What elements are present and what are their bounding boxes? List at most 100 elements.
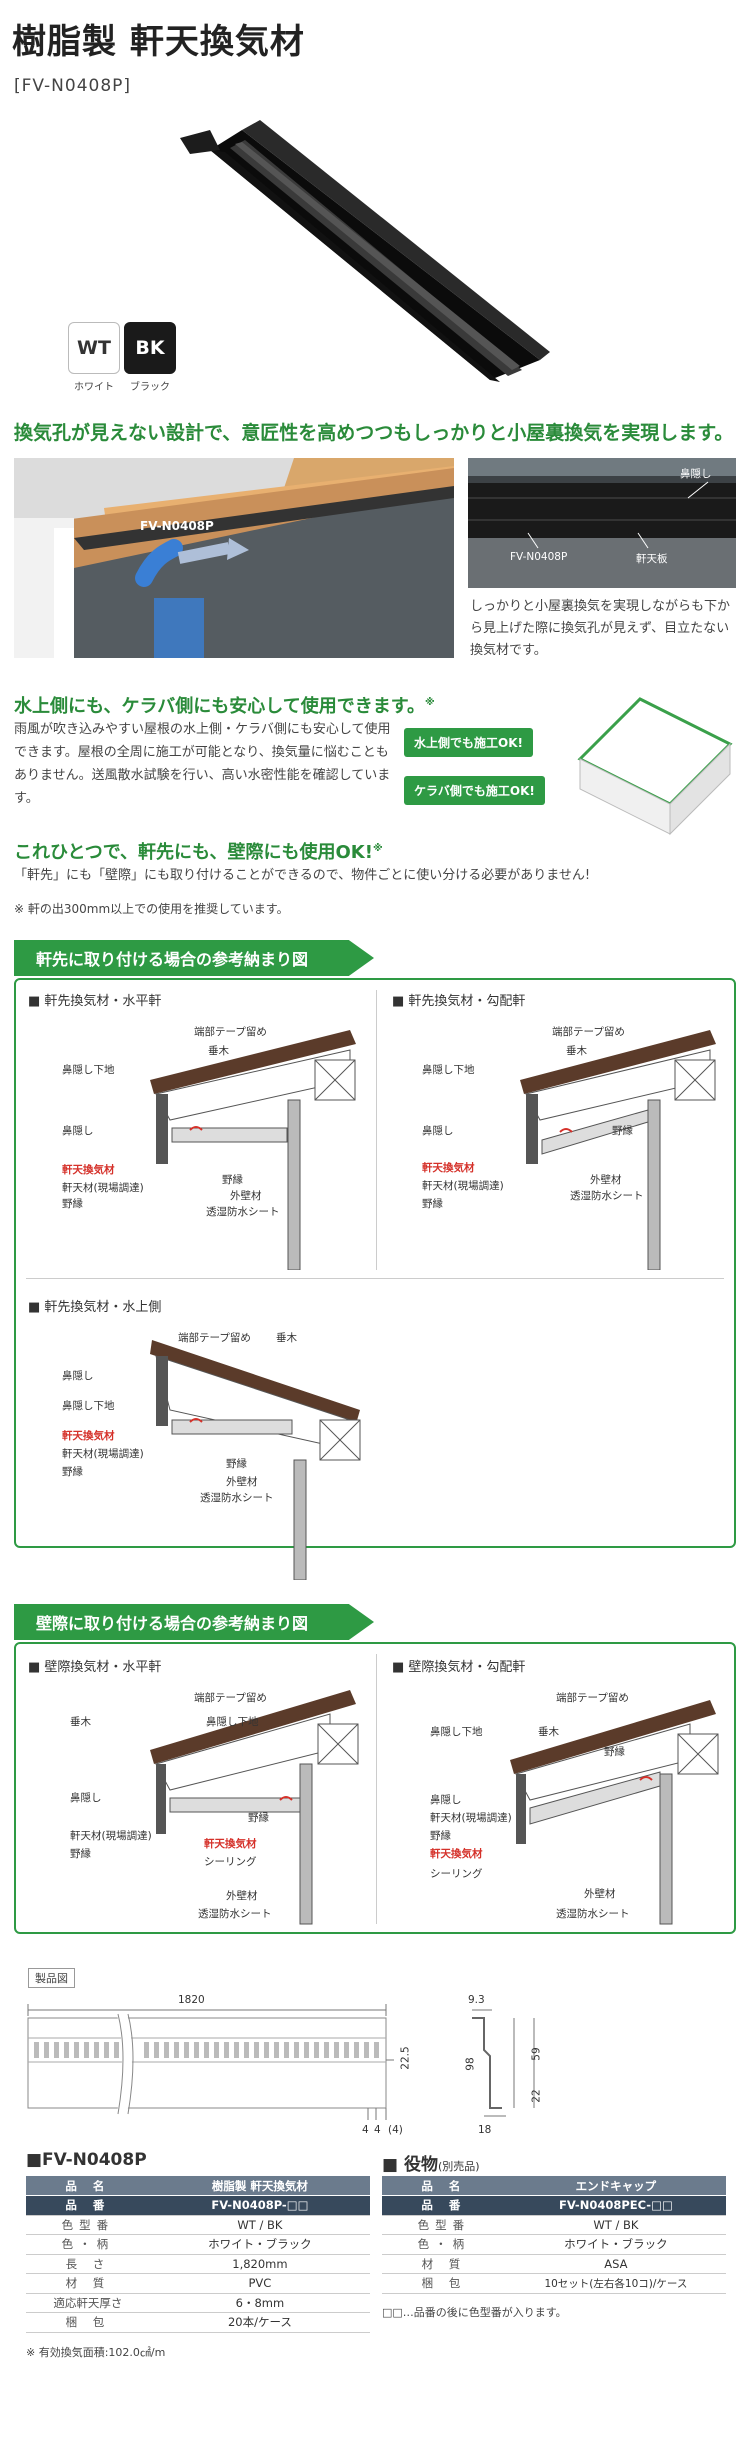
wall-note-mark: ※	[372, 843, 383, 854]
d1-label: 鼻隠し	[62, 1125, 94, 1137]
dim-4b: 4	[374, 2124, 381, 2136]
intro-headline: 換気孔が見えない設計で、意匠性を高めつつもしっかりと小屋裏換気を実現します。	[14, 422, 734, 444]
color-swatch-wt: WT ホワイト	[68, 322, 124, 393]
install-photo	[14, 458, 454, 658]
d3-label: 垂木	[276, 1332, 297, 1344]
d3-label-product: 軒天換気材	[62, 1430, 115, 1442]
d4-label: 野縁	[248, 1812, 269, 1824]
spec-value: 樹脂製 軒天換気材	[149, 2176, 370, 2196]
section1-divider-v	[376, 990, 377, 1270]
d4-label: 透湿防水シート	[198, 1908, 272, 1920]
diagram5-title: ■ 壁際換気材・勾配軒	[392, 1660, 526, 1675]
d3-label: 野縁	[226, 1458, 247, 1470]
badge-kerabaside: ケラバ側でも施工OK!	[404, 776, 545, 805]
acc-value: ホワイト・ブラック	[505, 2234, 726, 2255]
acc-value: 10セット(左右各10コ)/ケース	[505, 2273, 726, 2294]
d4-label: 鼻隠し下地	[206, 1716, 259, 1728]
spec-key: 品 番	[26, 2195, 150, 2216]
d2-label: 端部テープ留め	[552, 1026, 625, 1038]
spec-key: 品 名	[26, 2176, 150, 2196]
d3-label: 鼻隠し下地	[62, 1400, 115, 1412]
wall-footnote: ※ 軒の出300mm以上での使用を推奨しています。	[14, 902, 289, 916]
diagram3-drawing	[150, 1340, 361, 1580]
spec-key: 長 さ	[26, 2254, 150, 2274]
d2-label: 野縁	[612, 1125, 633, 1137]
d4-label: シーリング	[204, 1856, 257, 1868]
acc-value: エンドキャップ	[505, 2176, 726, 2196]
d1-label: 端部テープ留め	[194, 1026, 267, 1038]
d4-label: 軒天材(現場調達)	[70, 1830, 152, 1842]
waterside-heading-text: 水上側にも、ケラバ側にも安心して使用できます。	[14, 696, 425, 717]
d3-label: 鼻隠し	[62, 1370, 94, 1382]
d4-label: 外壁材	[226, 1890, 258, 1902]
d2-label: 軒天材(現場調達)	[422, 1180, 504, 1192]
detail-label-product: FV-N0408P	[510, 551, 568, 563]
install-photo-label: FV-N0408P	[140, 519, 214, 533]
d4-label-product: 軒天換気材	[204, 1838, 257, 1850]
d2-label: 鼻隠し下地	[422, 1064, 475, 1076]
section2-banner: 壁際に取り付ける場合の参考納まり図	[14, 1604, 374, 1640]
d5-label: 野縁	[430, 1830, 451, 1842]
spec-value: 20本/ケース	[149, 2312, 370, 2333]
d4-label: 垂木	[70, 1716, 91, 1728]
detail-label-hanakakushi: 鼻隠し	[680, 468, 712, 480]
diagram3-title: ■ 軒先換気材・水上側	[28, 1300, 162, 1315]
acc-key: 材 質	[382, 2254, 506, 2274]
accessory-note: □□…品番の後に色型番が入ります。	[382, 2306, 567, 2319]
accessory-title-text: ■ 役物	[382, 2155, 438, 2175]
dim-225: 22.5	[399, 2046, 412, 2070]
drawing-label: 製品図	[28, 1968, 75, 1988]
spec-key: 材 質	[26, 2273, 150, 2294]
swatch-bk-label: ブラック	[130, 382, 170, 393]
diagram4-title: ■ 壁際換気材・水平軒	[28, 1660, 162, 1675]
d3-label: 野縁	[62, 1466, 83, 1478]
acc-value: ASA	[505, 2254, 726, 2274]
spec-key: 色型番	[26, 2215, 150, 2235]
section2-panel	[14, 1642, 736, 1934]
d4-label: 端部テープ留め	[194, 1692, 267, 1704]
d5-label: 端部テープ留め	[556, 1692, 629, 1704]
d2-label: 野縁	[422, 1198, 443, 1210]
d2-label: 鼻隠し	[422, 1125, 454, 1137]
product-code: [FV-N0408P]	[14, 76, 132, 96]
d2-label: 垂木	[566, 1045, 587, 1057]
spec-value: FV-N0408P-□□	[149, 2195, 370, 2216]
d5-label: 透湿防水シート	[556, 1908, 630, 1920]
d2-label: 透湿防水シート	[570, 1190, 644, 1202]
dim-98: 98	[464, 2057, 477, 2071]
swatch-wt: WT	[68, 322, 120, 374]
d1-label: 透湿防水シート	[206, 1206, 280, 1218]
d5-label: シーリング	[430, 1868, 483, 1880]
product-drawing	[27, 2004, 535, 2120]
swatch-wt-label: ホワイト	[74, 382, 114, 393]
d4-label: 野縁	[70, 1848, 91, 1860]
product-photo	[180, 120, 550, 382]
d1-label-product: 軒天換気材	[62, 1164, 115, 1176]
d1-label: 鼻隠し下地	[62, 1064, 115, 1076]
swatch-bk: BK	[124, 322, 176, 374]
section1-banner: 軒先に取り付ける場合の参考納まり図	[14, 940, 374, 976]
d5-label: 垂木	[538, 1726, 559, 1738]
d5-label: 外壁材	[584, 1888, 616, 1900]
waterside-text: 雨風が吹き込みやすい屋根の水上側・ケラバ側にも安心して使用できます。屋根の全周に…	[14, 722, 391, 806]
d1-label: 軒天材(現場調達)	[62, 1182, 144, 1194]
section1-panel	[14, 978, 736, 1548]
spec-value: 6・8mm	[149, 2293, 370, 2313]
wall-heading: これひとつで、軒先にも、壁際にも使用OK!※	[14, 838, 383, 864]
accessory-title: ■ 役物(別売品)	[382, 2150, 480, 2175]
waterside-note-mark: ※	[424, 697, 435, 708]
dim-4a: 4	[362, 2124, 369, 2136]
acc-key: 品 名	[382, 2176, 506, 2196]
diagram2-drawing	[520, 1030, 716, 1270]
spec-note: ※ 有効換気面積:102.0㎠/m	[26, 2346, 166, 2359]
diagram4-drawing	[150, 1690, 359, 1925]
d1-label: 垂木	[208, 1045, 229, 1057]
diagram5-drawing	[510, 1700, 719, 1925]
acc-value: FV-N0408PEC-□□	[505, 2195, 726, 2216]
d2-label: 外壁材	[590, 1174, 622, 1186]
d2-label-product: 軒天換気材	[422, 1162, 475, 1174]
spec-key: 適応軒天厚さ	[26, 2293, 150, 2313]
dim-22: 22	[530, 2089, 543, 2103]
wall-heading-text: これひとつで、軒先にも、壁際にも使用OK!	[14, 842, 373, 863]
